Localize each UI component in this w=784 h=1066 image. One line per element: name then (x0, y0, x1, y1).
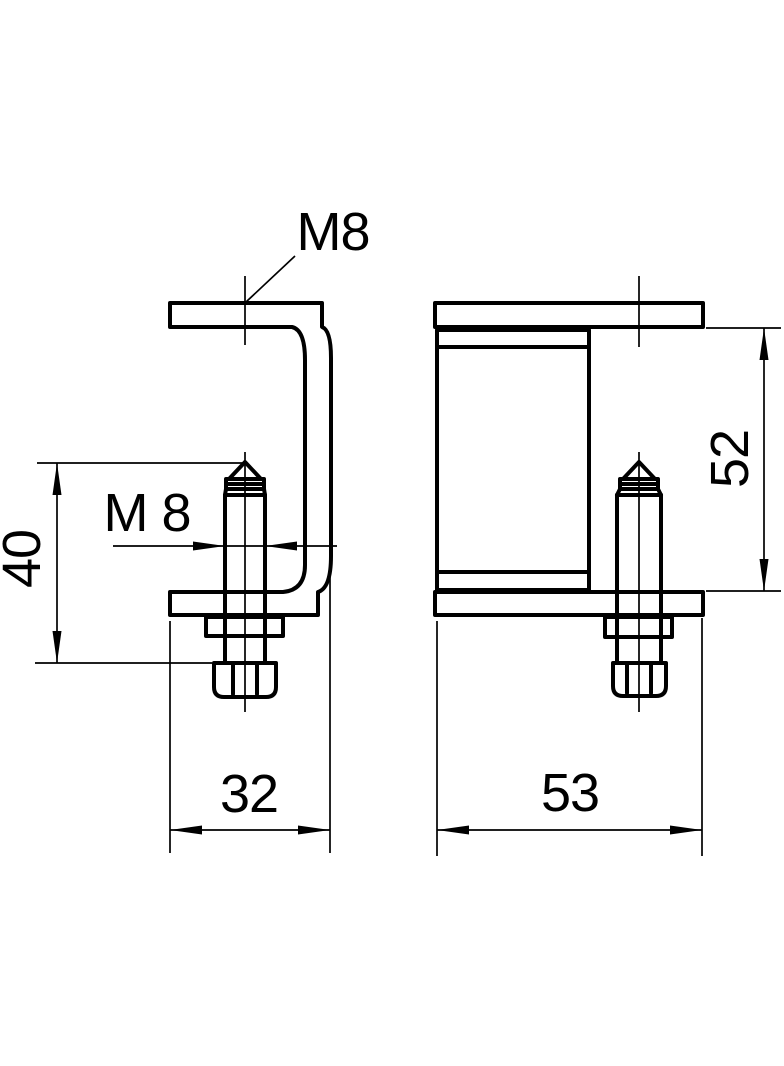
side-view: M8 40 M 8 32 (0, 202, 371, 853)
dimension-52: 52 (700, 327, 781, 592)
dimension-53: 53 (436, 618, 703, 856)
width-dimension-label-53: 53 (541, 763, 599, 823)
clamp-body-front (435, 328, 591, 592)
top-flange-front (433, 301, 705, 329)
leader-line (245, 255, 296, 303)
dimension-m8: M 8 (103, 483, 337, 551)
height-dimension-label-52: 52 (700, 430, 760, 488)
dimension-40: 40 (0, 462, 243, 664)
clamp-c-profile (168, 301, 333, 617)
front-view: 52 53 (433, 276, 781, 856)
thread-dimension-label: M 8 (103, 483, 190, 543)
depth-dimension-label-32: 32 (220, 764, 278, 824)
height-dimension-label-40: 40 (0, 530, 52, 588)
thread-callout-label: M8 (296, 202, 369, 262)
thread-callout: M8 (245, 202, 371, 303)
dimension-32: 32 (169, 558, 331, 853)
bottom-flange-front (433, 590, 705, 617)
